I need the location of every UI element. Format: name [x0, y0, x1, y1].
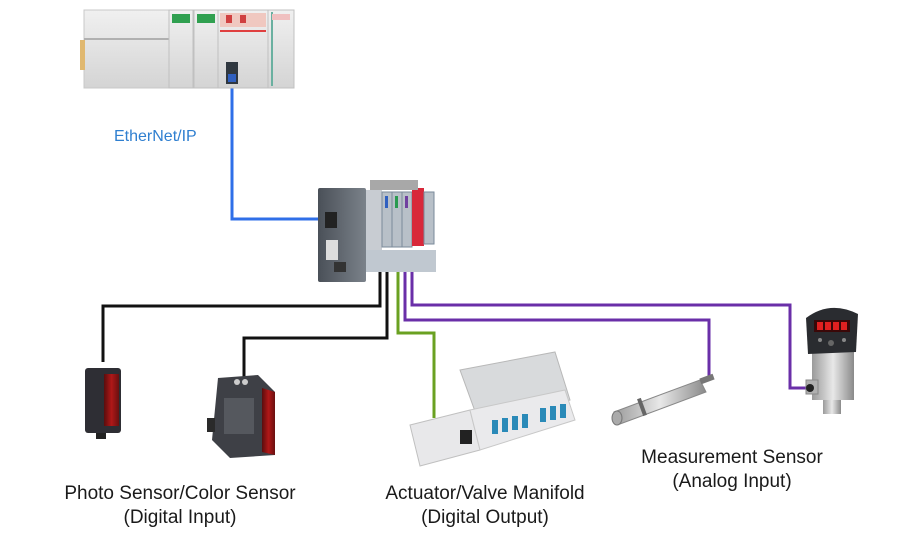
digital-output-wire — [396, 270, 436, 418]
analog-input-wire-proximity — [403, 270, 711, 376]
label-digital-output-subtitle: (Digital Output) — [421, 507, 549, 528]
plc-controller[interactable] — [80, 9, 295, 89]
color-sensor[interactable] — [207, 375, 275, 458]
pressure-sensor[interactable] — [805, 307, 858, 414]
ethernet-ip-label: EtherNet/IP — [114, 128, 197, 145]
label-analog-input-subtitle: (Analog Input) — [672, 471, 792, 492]
label-digital-input-subtitle: (Digital Input) — [123, 507, 237, 528]
label-analog-input-title: Measurement Sensor — [641, 447, 823, 468]
proximity-sensor[interactable] — [611, 373, 715, 426]
label-digital-input-title: Photo Sensor/Color Sensor — [64, 483, 296, 504]
ethernet-cable — [230, 88, 330, 221]
label-digital-input: Photo Sensor/Color Sensor (Digital Input… — [30, 482, 330, 530]
wires — [101, 88, 810, 418]
valve-manifold[interactable] — [409, 351, 576, 467]
label-digital-output-title: Actuator/Valve Manifold — [385, 483, 585, 504]
remote-io-module[interactable] — [318, 180, 436, 282]
label-analog-input: Measurement Sensor (Analog Input) — [612, 446, 852, 494]
photo-sensor[interactable] — [85, 368, 121, 439]
digital-input-wire-photo — [101, 270, 382, 362]
label-digital-output: Actuator/Valve Manifold (Digital Output) — [355, 482, 615, 530]
analog-input-wire-pressure — [410, 270, 810, 390]
digital-input-wire-color — [242, 270, 389, 378]
